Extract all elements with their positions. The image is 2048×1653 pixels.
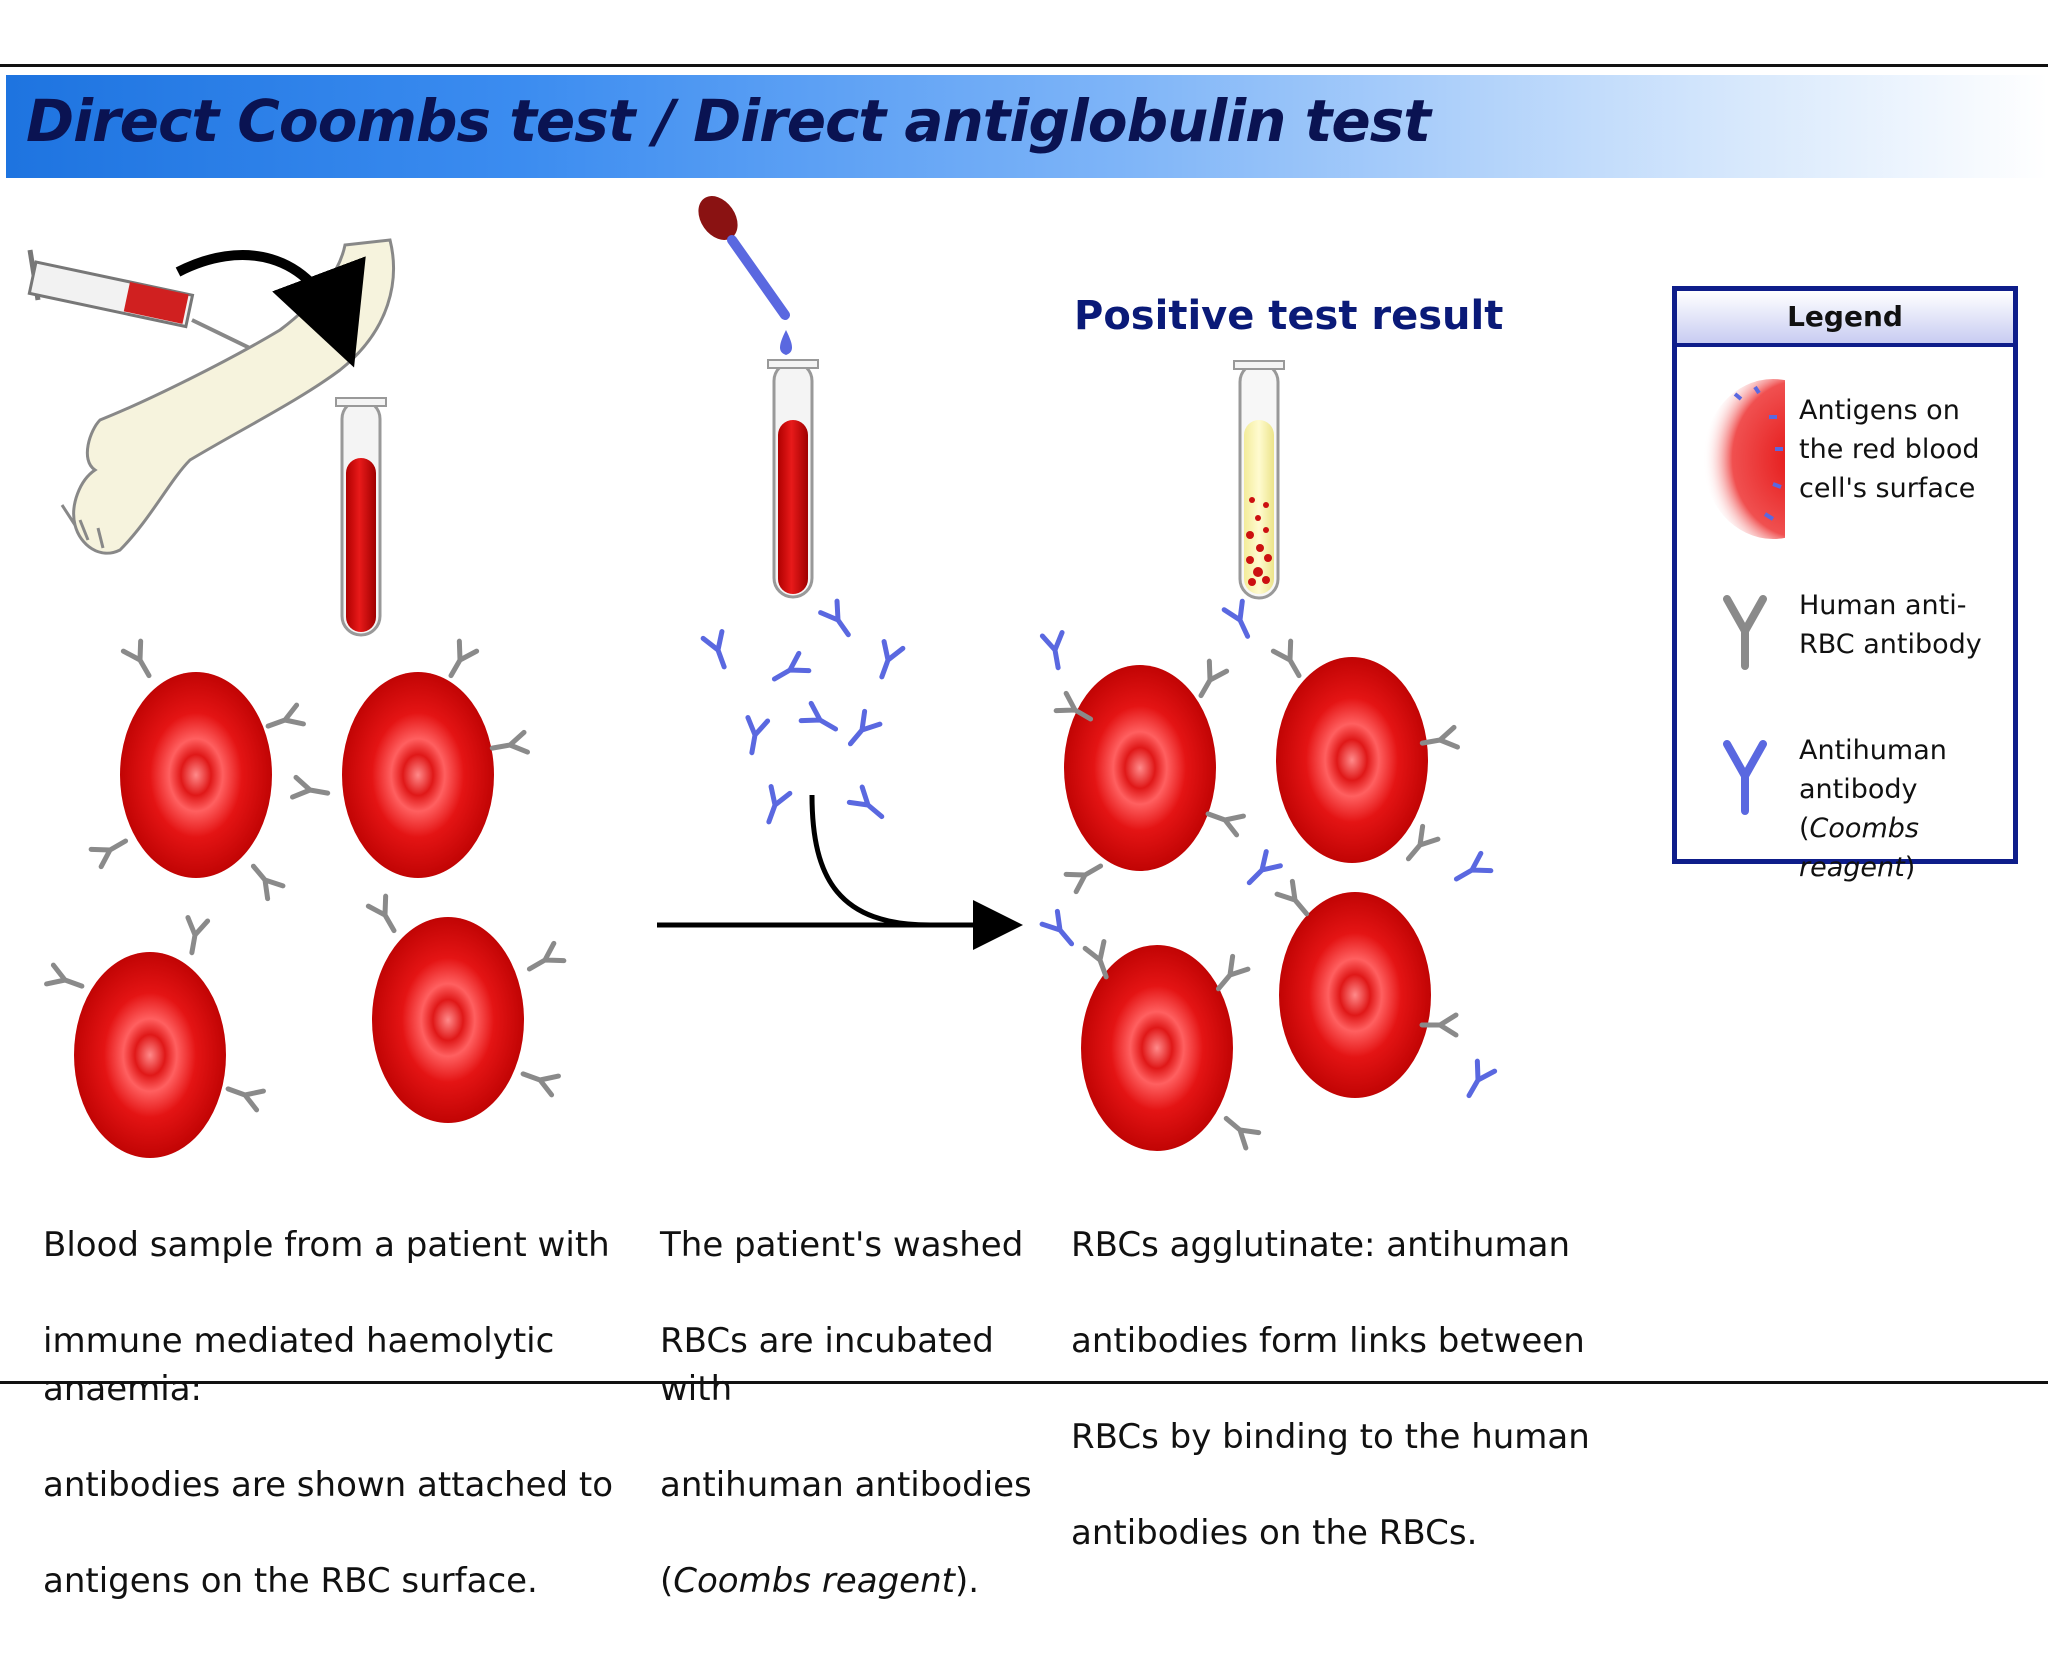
caption-step3-line: RBCs agglutinate: antihuman <box>1071 1225 1571 1265</box>
positive-result-label: Positive test result <box>1074 293 1504 339</box>
syringe-icon <box>27 249 259 354</box>
blue-antibody-icon <box>1723 740 1767 815</box>
legend-title: Legend <box>1677 291 2013 347</box>
legend-antihuman-main: Antihuman antibody <box>1799 735 1947 805</box>
red-blood-cell <box>120 672 272 878</box>
coombs-reagent-term: Coombs reagent <box>673 1561 955 1601</box>
test-tube-blood-1 <box>335 397 387 637</box>
caption-step1: Blood sample from a patient with immune … <box>43 1173 643 1653</box>
bottom-rule <box>0 1381 2048 1384</box>
legend-label-human-antibody: Human anti-RBC antibody <box>1799 590 1982 660</box>
paren-open: ( <box>660 1561 674 1601</box>
red-blood-cell <box>372 917 524 1123</box>
red-blood-cell <box>342 672 494 878</box>
caption-step1-line: Blood sample from a patient with <box>43 1225 610 1265</box>
test-tube-blood-2 <box>767 359 819 599</box>
caption-step2-line: The patient's washed <box>660 1225 1024 1265</box>
title-bar: Direct Coombs test / Direct antiglobulin… <box>6 75 2048 178</box>
caption-step1-line: antigens on the RBC surface. <box>43 1561 538 1601</box>
caption-step3-line: RBCs by binding to the human <box>1071 1417 1590 1457</box>
caption-step3-line: antibodies on the RBCs. <box>1071 1513 1478 1553</box>
test-tube-positive <box>1233 360 1285 600</box>
incubation-arrow <box>809 794 931 928</box>
caption-step1-line: immune mediated haemolytic anaemia: <box>43 1321 555 1409</box>
agglutinated-rbc-cluster <box>1042 601 1495 1151</box>
red-blood-cell-icon <box>1703 379 1785 539</box>
red-blood-cell <box>1064 665 1216 871</box>
coombs-diagram <box>27 196 2048 1158</box>
page-title: Direct Coombs test / Direct antiglobulin… <box>26 87 1431 155</box>
caption-step1-line: antibodies are shown attached to <box>43 1465 614 1505</box>
top-rule <box>0 64 2048 67</box>
legend-label-antihuman-antibody: Antihuman antibody(Coombs reagent) <box>1799 735 1947 883</box>
red-blood-cell <box>74 952 226 1158</box>
dropper-icon <box>698 196 792 355</box>
paren-close: ). <box>954 1561 980 1601</box>
legend-label-antigens: Antigens on the red blood cell's surface <box>1799 395 1980 504</box>
grey-antibody-icon <box>1723 595 1767 670</box>
red-blood-cell <box>1279 892 1431 1098</box>
legend: Legend Antigens on the red blood cell's … <box>1672 286 2018 883</box>
caption-step2-line: (Coombs reagent). <box>660 1557 1060 1605</box>
rbc-cluster-step1 <box>47 641 564 1158</box>
caption-step2: The patient's washed RBCs are incubated … <box>660 1173 1060 1653</box>
red-blood-cell <box>1276 657 1428 863</box>
red-blood-cell <box>1081 945 1233 1151</box>
caption-step2-line: RBCs are incubated with <box>660 1321 994 1409</box>
legend-coombs-term: Coombs reagent <box>1799 813 1919 883</box>
transfer-arrow <box>175 250 366 368</box>
caption-step3: RBCs agglutinate: antihuman antibodies f… <box>1071 1173 1591 1605</box>
caption-step3-line: antibodies form links between <box>1071 1321 1585 1361</box>
coombs-reagent-antibodies <box>703 601 903 825</box>
caption-step2-line: antihuman antibodies <box>660 1465 1032 1505</box>
